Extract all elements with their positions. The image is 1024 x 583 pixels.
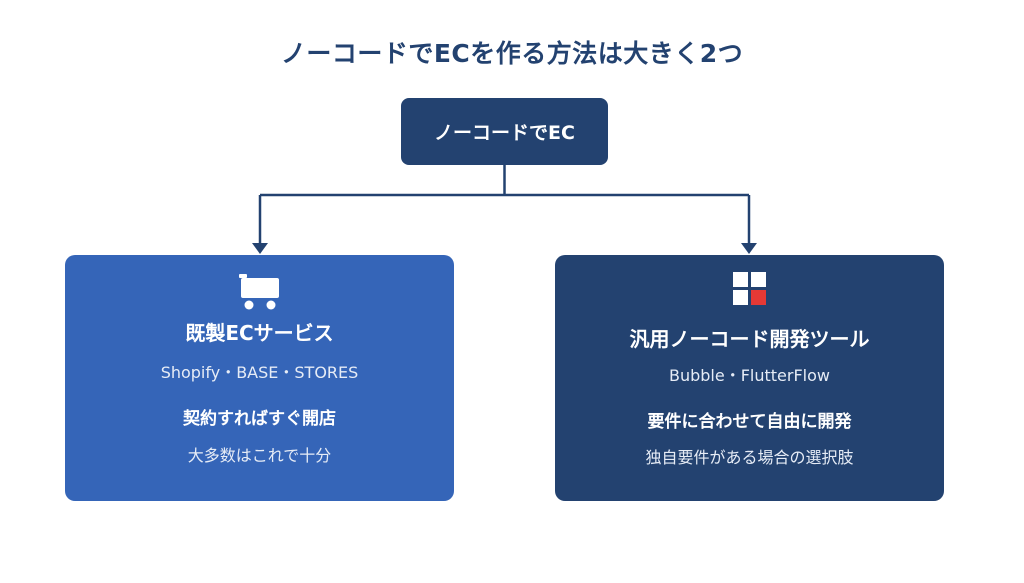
option-card-nocode-tool: 汎用ノーコード開発ツール Bubble・FlutterFlow 要件に合わせて自… <box>555 255 944 501</box>
arrowhead-left <box>252 243 268 254</box>
option-point: 要件に合わせて自由に開発 <box>647 412 852 432</box>
grid-blocks-icon <box>732 272 767 310</box>
arrowhead-right <box>741 243 757 254</box>
page-title: ノーコードでECを作る方法は大きく2つ <box>280 39 744 68</box>
option-note: 独自要件がある場合の選択肢 <box>645 448 854 467</box>
option-examples: Bubble・FlutterFlow <box>668 366 830 385</box>
option-title: 汎用ノーコード開発ツール <box>629 327 870 351</box>
option-note: 大多数はこれで十分 <box>187 446 332 465</box>
root-node: ノーコードでEC <box>401 98 608 165</box>
option-card-ec-service: 既製ECサービス Shopify・BASE・STORES 契約すればすぐ開店 大… <box>65 255 454 501</box>
option-examples: Shopify・BASE・STORES <box>160 363 359 382</box>
option-point: 契約すればすぐ開店 <box>183 409 336 429</box>
option-title: 既製ECサービス <box>185 321 334 345</box>
shopping-cart-icon <box>236 272 284 316</box>
root-node-label: ノーコードでEC <box>434 122 575 144</box>
